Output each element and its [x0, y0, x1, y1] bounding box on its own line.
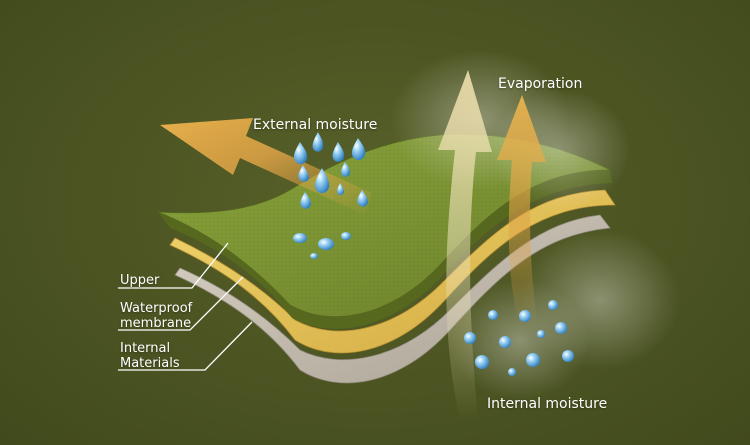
waterproof-membrane-layer [169, 189, 616, 354]
internal-materials-layer [174, 214, 611, 384]
evaporation-arrow-left [438, 70, 492, 420]
internal-moisture-label: Internal moisture [487, 396, 608, 412]
evaporation-label: Evaporation [498, 76, 583, 92]
waterproof-membrane-label: Waterproof membrane [120, 301, 193, 331]
external-droplets [293, 132, 368, 259]
evaporation-arrow-right [497, 95, 546, 330]
callout-lines [118, 242, 253, 371]
internal-materials-label: Internal Materials [120, 341, 180, 371]
internal-droplets [464, 300, 574, 376]
upper-label: Upper [120, 273, 160, 288]
external-moisture-label: External moisture [253, 117, 378, 133]
